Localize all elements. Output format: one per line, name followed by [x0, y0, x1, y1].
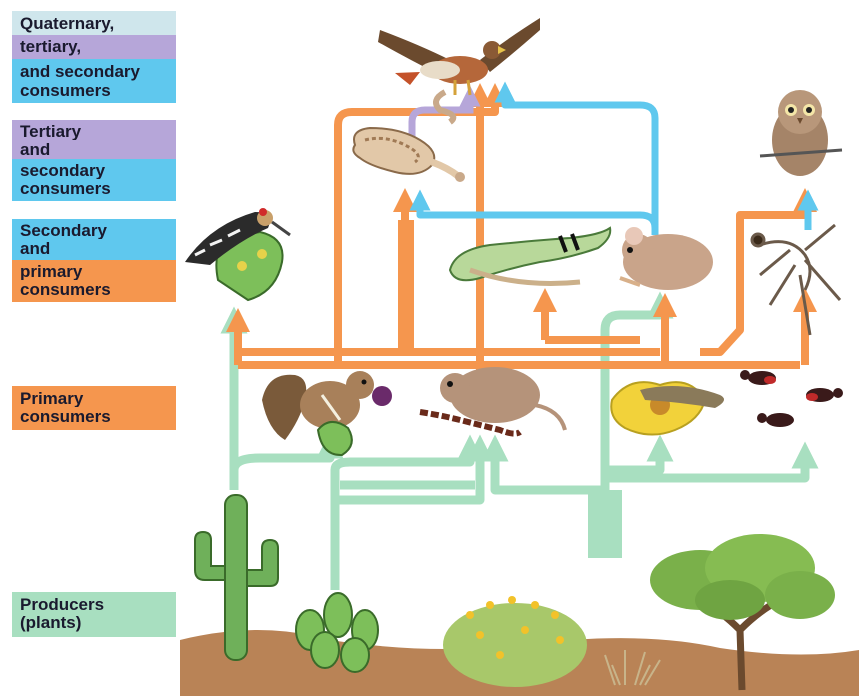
- label-quaternary-tertiary: tertiary,: [12, 35, 176, 59]
- label-quaternary-consumers: consumers: [12, 81, 176, 103]
- grasshopper-illustration: [611, 382, 724, 434]
- mouse-illustration: [620, 227, 713, 290]
- label-tertiary-consumers: consumers: [12, 179, 176, 201]
- ground-squirrel-illustration: [262, 371, 392, 455]
- label-secondary-consumers: consumers: [12, 280, 176, 302]
- label-quaternary-secondary: and secondary: [12, 59, 176, 81]
- label-primary: Primary: [12, 386, 176, 407]
- arrow-saguaro-to-squirrel: [234, 445, 330, 470]
- primary-arrows: [238, 95, 805, 370]
- label-tertiary-secondary: secondary: [12, 159, 176, 179]
- arrow-lizard-to-snake: [420, 200, 655, 228]
- label-producers-plants: (plants): [12, 613, 176, 637]
- arrow-pricklypear-to-consumers: [335, 448, 470, 590]
- arrow-trunk-to-mouse: [605, 448, 660, 470]
- lizard-illustration: [450, 228, 610, 284]
- ants-illustration: [740, 370, 843, 427]
- kangaroo-rat-illustration: [420, 367, 565, 434]
- rattlesnake-illustration: [353, 128, 465, 182]
- label-tertiary: Tertiary: [12, 120, 176, 140]
- label-producers: Producers: [12, 592, 176, 613]
- label-quaternary: Quaternary,: [12, 11, 176, 35]
- arrow-pricklypear-to-ratline: [335, 448, 480, 500]
- scorpion-illustration: [752, 225, 840, 335]
- producer-trunk-arrow: [588, 490, 622, 558]
- hawk-illustration: [378, 18, 540, 95]
- label-tertiary-and: and: [12, 140, 176, 159]
- owl-illustration: [760, 90, 842, 176]
- label-secondary-primary: primary: [12, 260, 176, 280]
- label-primary-consumers: consumers: [12, 407, 176, 430]
- arrow-trunk-to-rat: [495, 448, 605, 490]
- woodpecker-illustration: [185, 208, 290, 300]
- thick-orange-arrow: [398, 220, 414, 350]
- label-secondary-and: and: [12, 239, 176, 260]
- arrow-snake-to-hawk: [412, 96, 470, 140]
- label-secondary: Secondary: [12, 219, 176, 239]
- flowering-shrub-illustration: [443, 596, 587, 687]
